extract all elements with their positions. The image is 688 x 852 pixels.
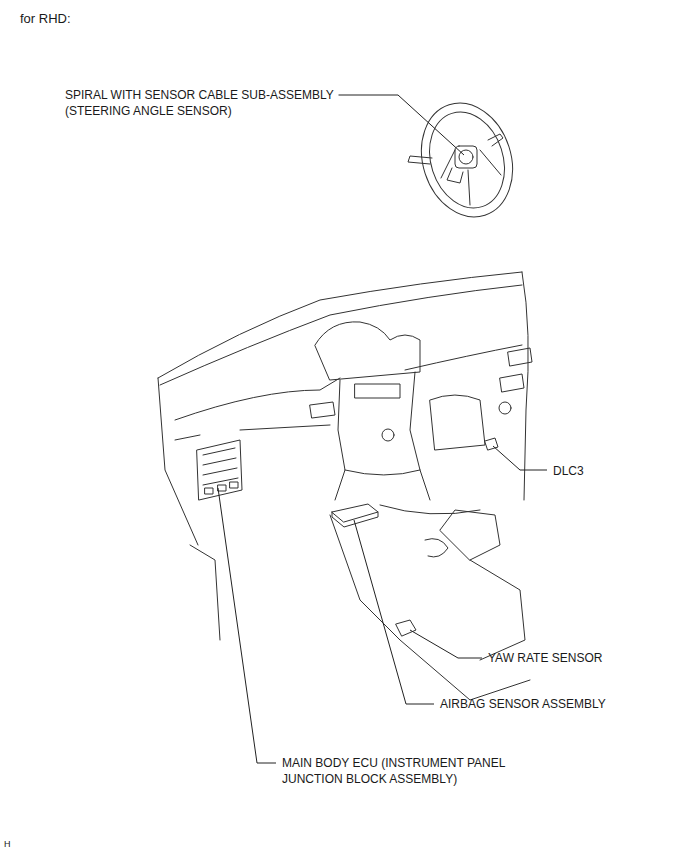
part-name: DLC3 <box>553 463 584 479</box>
yaw-rate-sensor <box>396 620 416 636</box>
heading: for RHD: <box>20 11 71 27</box>
main-body-ecu <box>197 440 242 500</box>
leader-line <box>410 630 482 658</box>
figure-code: H <box>4 838 11 850</box>
part-name: MAIN BODY ECU (INSTRUMENT PANEL JUNCTION… <box>282 755 544 787</box>
leader-line <box>493 446 547 470</box>
leader-line <box>354 520 434 704</box>
leader-line <box>339 95 464 155</box>
part-name: SPIRAL WITH SENSOR CABLE SUB-ASSEMBLY (S… <box>65 87 375 119</box>
part-name: AIRBAG SENSOR ASSEMBLY <box>440 696 606 712</box>
part-name: YAW RATE SENSOR <box>488 650 602 666</box>
leader-line <box>218 488 276 763</box>
instrument-panel <box>158 272 532 700</box>
steering-wheel <box>407 91 527 229</box>
